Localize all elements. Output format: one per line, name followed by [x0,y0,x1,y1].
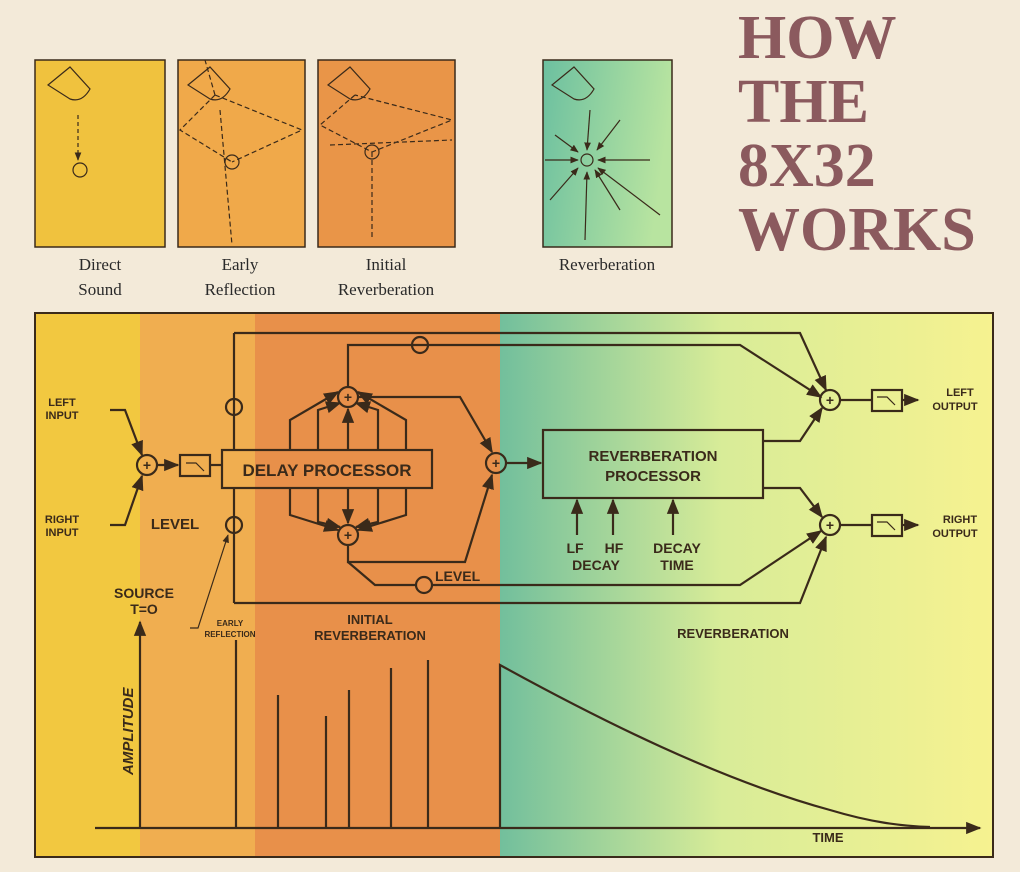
svg-text:8X32: 8X32 [738,132,876,200]
svg-text:DECAY: DECAY [572,557,620,573]
svg-text:LEVEL: LEVEL [151,516,199,533]
svg-text:REFLECTION: REFLECTION [204,630,255,639]
svg-text:Early: Early [222,255,259,274]
svg-text:THE: THE [738,68,869,136]
svg-text:T=O: T=O [130,601,158,617]
listener-icon [72,162,88,178]
amplitude-axis-label: AMPLITUDE [120,687,137,776]
svg-text:REVERBERATION: REVERBERATION [589,448,718,465]
svg-text:Reflection: Reflection [205,280,276,299]
svg-text:TIME: TIME [660,557,693,573]
main-panel [34,312,994,858]
svg-text:LF: LF [566,540,584,556]
page-title: HOW THE 8X32 WORKS [738,4,976,264]
svg-text:+: + [826,517,834,533]
svg-text:WORKS: WORKS [738,196,976,264]
panel-early-reflection: Early Reflection [177,59,306,299]
svg-text:+: + [826,392,834,408]
svg-text:Direct: Direct [79,255,122,274]
impulse-response-plot [95,620,982,835]
svg-text:+: + [143,457,151,473]
svg-text:Sound: Sound [78,280,122,299]
svg-text:REVERBERATION: REVERBERATION [314,628,426,643]
svg-text:OUTPUT: OUTPUT [932,401,978,413]
svg-text:RIGHT: RIGHT [943,514,978,526]
svg-text:+: + [492,455,500,471]
svg-text:INITIAL: INITIAL [347,612,393,627]
svg-text:Reverberation: Reverberation [559,255,656,274]
piano-icon [46,66,91,101]
svg-text:+: + [344,389,352,405]
panel-initial-reverberation: Initial Reverberation [317,59,456,299]
svg-text:LEFT: LEFT [48,397,76,409]
reverberation-processor-box [541,428,765,500]
time-axis-label: TIME [812,830,843,845]
svg-text:REVERBERATION: REVERBERATION [677,626,789,641]
svg-text:Initial: Initial [366,255,407,274]
delay-processor-box [220,448,434,490]
svg-text:Reverberation: Reverberation [338,280,435,299]
svg-text:HF: HF [605,540,624,556]
svg-text:OUTPUT: OUTPUT [932,528,978,540]
svg-text:PROCESSOR: PROCESSOR [605,468,701,485]
svg-text:LEFT: LEFT [946,387,974,399]
svg-text:LEVEL: LEVEL [435,568,481,584]
reverb-decay-curve [498,663,931,829]
svg-text:DECAY: DECAY [653,540,701,556]
svg-text:INPUT: INPUT [46,410,79,422]
svg-text:HOW: HOW [738,4,896,72]
panel-direct-sound: Direct Sound [34,59,166,299]
svg-text:+: + [344,527,352,543]
svg-text:INPUT: INPUT [46,527,79,539]
svg-text:EARLY: EARLY [217,619,244,628]
panel-reverberation: Reverberation [542,59,673,274]
signal-flow: + DELAY PROCESSOR + + LEVEL + REVERBERAT… [110,331,920,605]
svg-text:RIGHT: RIGHT [45,514,80,526]
diagram-labels: LEFT INPUT RIGHT INPUT LEVEL LEFT OUTPUT… [45,387,978,845]
delay-processor-label: DELAY PROCESSOR [242,461,411,480]
svg-text:SOURCE: SOURCE [114,585,174,601]
